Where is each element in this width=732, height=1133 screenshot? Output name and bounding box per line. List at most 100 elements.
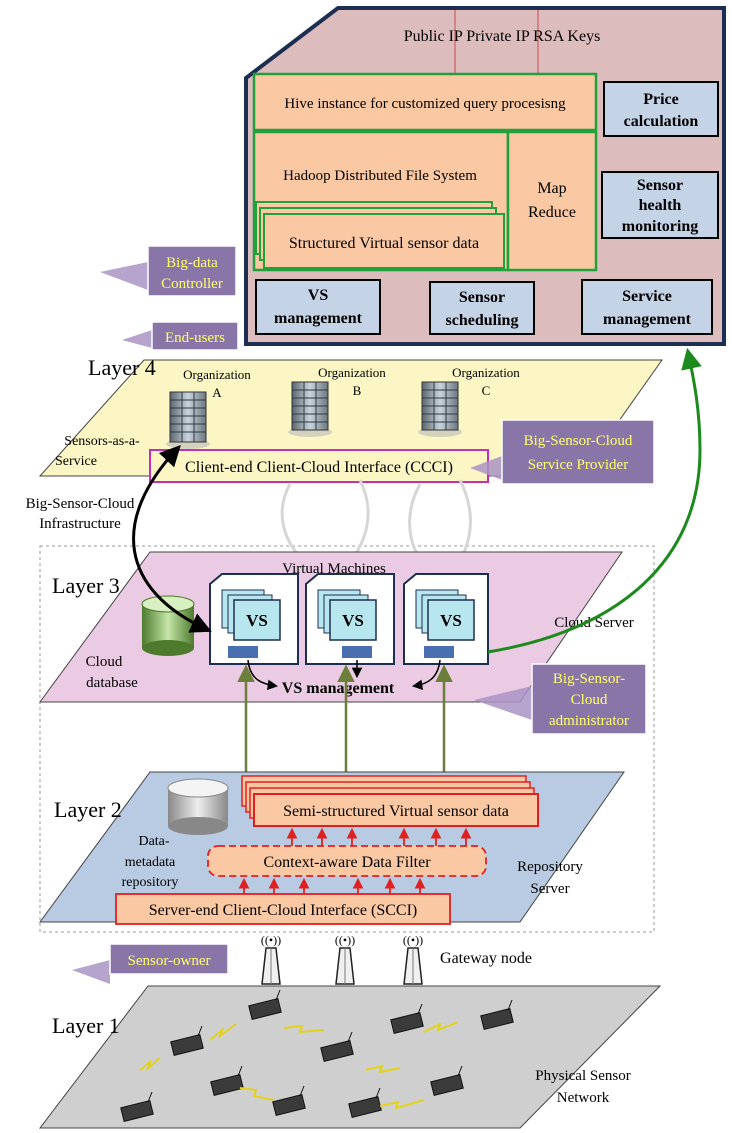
cloud-db-label-2: database — [86, 675, 138, 691]
ccci-vm-arrow — [132, 444, 212, 633]
physical-network-label-1: Physical Sensor — [535, 1068, 630, 1084]
layer-2-label: Layer 2 — [54, 797, 122, 822]
org-b-label-1: Organization — [318, 365, 386, 380]
sched-label-1: Sensor — [459, 289, 505, 306]
cloud-boundary — [39, 545, 655, 933]
sensor-node-icon — [320, 1031, 354, 1063]
vs-mgmt-label-1: VS — [308, 287, 329, 304]
structured-data-box — [263, 213, 505, 269]
cloud-db-label-1: Cloud — [86, 654, 123, 670]
layer-3-label: Layer 3 — [52, 573, 120, 598]
structured-data-label: Structured Virtual sensor data — [289, 235, 479, 252]
mapreduce-label-2: Reduce — [528, 204, 576, 221]
health-label-1: Sensor — [637, 177, 683, 194]
admin-label-2: Cloud — [571, 692, 608, 708]
role-end-users: End-users — [122, 321, 239, 351]
org-a-label-1: Organization — [183, 367, 251, 382]
vs-label-2: VS — [342, 611, 364, 630]
ccci-label: Client-end Client-Cloud Interface (CCCI) — [185, 459, 453, 476]
building-icon-a — [166, 391, 210, 449]
svg-text:((•)): ((•)) — [261, 933, 281, 947]
org-c-label-2: C — [482, 383, 491, 398]
vs-label-3: VS — [440, 611, 462, 630]
building-icon-c — [418, 381, 462, 437]
price-label-2: calculation — [624, 113, 699, 130]
wireless-links — [139, 1021, 459, 1110]
provider-label-2: Service Provider — [528, 457, 628, 473]
infra-label-2: Infrastructure — [39, 516, 121, 532]
sensor-health-box — [601, 171, 719, 239]
service-management-box — [581, 279, 713, 335]
health-label-3: monitoring — [622, 218, 698, 235]
hdfs-label: Hadoop Distributed File System — [283, 168, 477, 184]
sensor-node-icon — [170, 1025, 204, 1057]
context-filter-box — [207, 845, 487, 877]
semi-structured-box — [253, 793, 539, 827]
sched-label-2: scheduling — [446, 312, 519, 329]
gateway-node-icon-2: ((•)) — [335, 933, 355, 985]
red-arrows-lower — [238, 877, 426, 894]
admin-label-3: administrator — [549, 713, 629, 729]
org-c-label-1: Organization — [452, 365, 520, 380]
repo-label-3: repository — [122, 875, 179, 890]
scci-box — [115, 893, 451, 925]
saas-label-2: Service — [55, 454, 97, 469]
role-service-provider: Big-Sensor-Cloud Service Provider — [470, 419, 655, 485]
repo-label-2: metadata — [125, 855, 176, 870]
health-label-2: health — [639, 197, 682, 214]
role-bigdata-controller: Big-data Controller — [100, 245, 237, 297]
virtual-machine-3: VS — [403, 573, 489, 665]
virtual-machine-2: VS — [305, 573, 395, 665]
building-icon-b — [288, 381, 332, 437]
admin-label-1: Big-Sensor- — [553, 671, 625, 687]
layer-4-label: Layer 4 — [88, 355, 156, 380]
sensor-owner-label: Sensor-owner — [127, 953, 210, 969]
sensor-node-icon — [272, 1085, 306, 1117]
sensor-scheduling-box — [429, 281, 535, 335]
service-label-1: Service — [622, 288, 672, 305]
scci-label: Server-end Client-Cloud Interface (SCCI) — [149, 902, 417, 919]
sensor-node-icon — [120, 1091, 154, 1123]
bigdata-label-1: Big-data — [166, 255, 218, 271]
physical-network-label-2: Network — [557, 1090, 610, 1106]
repo-label-1: Data- — [138, 834, 169, 849]
sensor-nodes — [120, 989, 514, 1123]
vm3-to-mgmt-arrow — [411, 659, 441, 691]
infra-label-1: Big-Sensor-Cloud — [26, 496, 135, 512]
gateway-node-icon-3: ((•)) — [403, 933, 423, 985]
vs-mgmt-label-2: management — [274, 310, 363, 327]
provider-label-1: Big-Sensor-Cloud — [524, 433, 633, 449]
sensor-node-icon — [210, 1065, 244, 1097]
vs-management-box — [255, 279, 381, 335]
mapreduce-box — [506, 130, 598, 272]
context-filter-label: Context-aware Data Filter — [263, 854, 431, 871]
price-label-1: Price — [643, 91, 679, 108]
org-b-label-2: B — [353, 383, 362, 398]
vs-label-1: VS — [246, 611, 268, 630]
sensor-node-icon — [480, 999, 514, 1031]
mapreduce-label-1: Map — [537, 180, 566, 197]
bigdata-label-2: Controller — [161, 276, 223, 292]
org-a-label-2: A — [212, 385, 222, 400]
saas-label-1: Sensors-as-a- — [64, 434, 140, 449]
cloud-service-panel: Public IP Private IP RSA Keys Hive insta… — [244, 6, 726, 346]
keys-header: Public IP Private IP RSA Keys — [404, 28, 601, 45]
role-admin: Big-Sensor- Cloud administrator — [474, 663, 647, 735]
repo-server-label-2: Server — [530, 881, 569, 897]
sensor-node-icon — [430, 1065, 464, 1097]
hive-box — [252, 72, 598, 132]
repo-server-label-1: Repository — [517, 859, 583, 875]
gateway-node-icon-1: ((•)) — [261, 933, 281, 985]
role-sensor-owner: Sensor-owner — [72, 943, 229, 984]
vm-to-cloud-arrow — [487, 347, 702, 654]
virtual-machine-1: VS — [209, 573, 299, 665]
repository-database-icon — [167, 778, 229, 835]
svg-text:((•)): ((•)) — [403, 933, 423, 947]
sensor-node-icon — [348, 1087, 382, 1119]
red-arrows-upper — [286, 827, 472, 846]
sensor-node-icon — [248, 989, 282, 1021]
vs-management-label: VS management — [282, 680, 395, 697]
sensor-node-icon — [390, 1003, 424, 1035]
gateway-node-label: Gateway node — [440, 950, 532, 967]
semi-structured-label: Semi-structured Virtual sensor data — [283, 803, 509, 820]
